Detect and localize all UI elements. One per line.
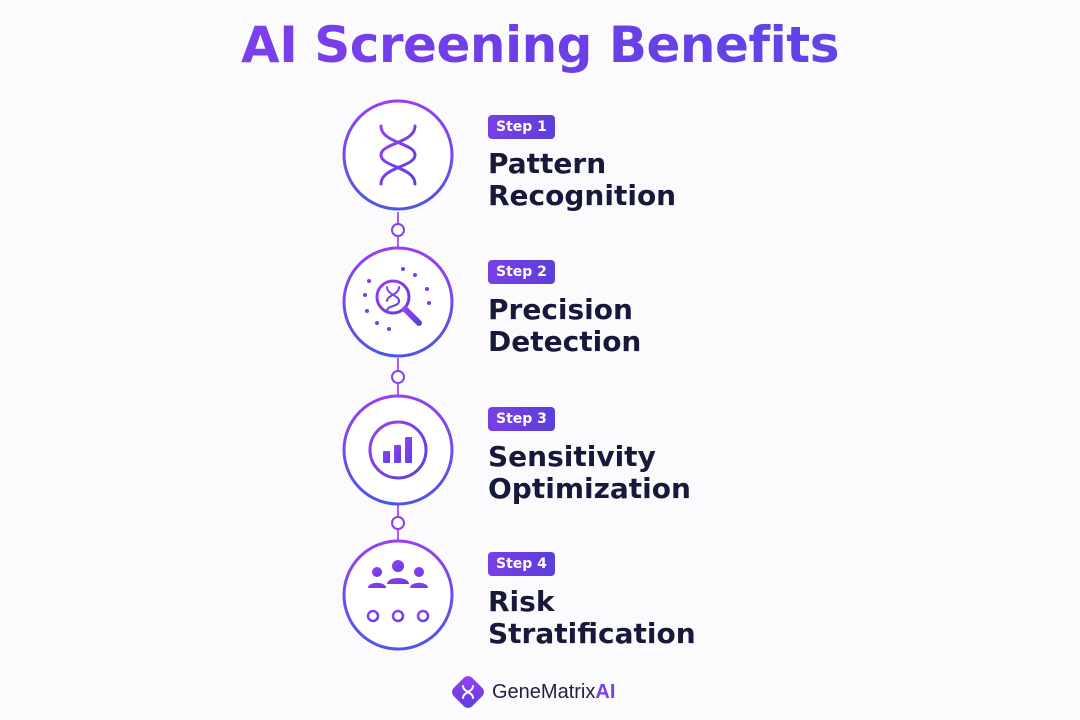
people-hierarchy-icon — [342, 539, 454, 651]
step-1-name: Pattern Recognition — [488, 147, 677, 212]
connector-dot-1 — [391, 223, 405, 237]
brand-name: GeneMatrixAI — [492, 680, 616, 703]
step-3-badge: Step 3 — [488, 407, 555, 431]
step-3-name: Sensitivity Optimization — [488, 440, 691, 505]
connector-dot-3 — [391, 516, 405, 530]
brand-footer: GeneMatrixAI — [452, 674, 615, 710]
page-title: AI Screening Benefits — [0, 16, 1080, 74]
connector-dot-2 — [391, 370, 405, 384]
target-chart-icon — [342, 394, 454, 506]
brand-logo-icon — [452, 676, 484, 708]
step-4-name: Risk Stratification — [488, 585, 696, 650]
step-1-badge: Step 1 — [488, 115, 555, 139]
step-2-badge: Step 2 — [488, 260, 555, 284]
step-4-badge: Step 4 — [488, 552, 555, 576]
dna-icon — [342, 99, 454, 211]
magnifier-dna-icon — [342, 246, 454, 358]
step-2-name: Precision Detection — [488, 293, 642, 358]
